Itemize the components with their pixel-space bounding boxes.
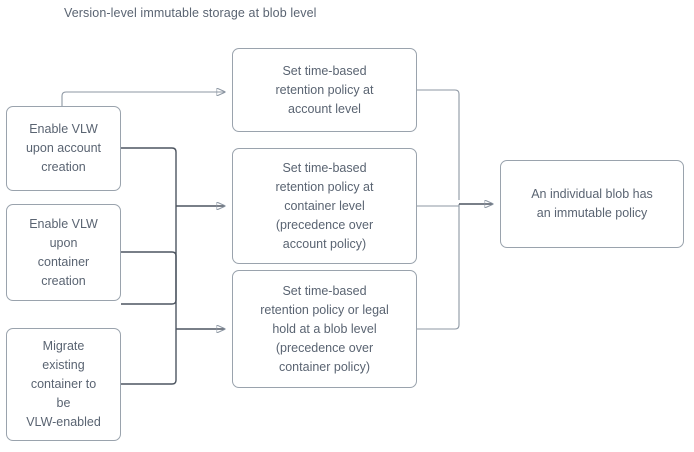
node-migrate-existing-container[interactable]: Migrate existing container to be VLW-ena… [6,328,121,441]
node-set-retention-blob-level[interactable]: Set time-based retention policy or legal… [232,270,417,388]
node-set-retention-account-level[interactable]: Set time-based retention policy at accou… [232,48,417,132]
node-enable-vlw-account-creation[interactable]: Enable VLW upon account creation [6,106,121,191]
edge-left-merge-rail [121,147,177,385]
node-enable-vlw-container-creation[interactable]: Enable VLW upon container creation [6,204,121,301]
node-set-retention-container-level[interactable]: Set time-based retention policy at conta… [232,148,417,264]
node-individual-blob-immutable[interactable]: An individual blob has an immutable poli… [500,160,684,248]
edge-right-merge-rail [417,89,460,330]
edge-account-to-account-policy [61,92,225,106]
diagram-title: Version-level immutable storage at blob … [64,6,317,20]
